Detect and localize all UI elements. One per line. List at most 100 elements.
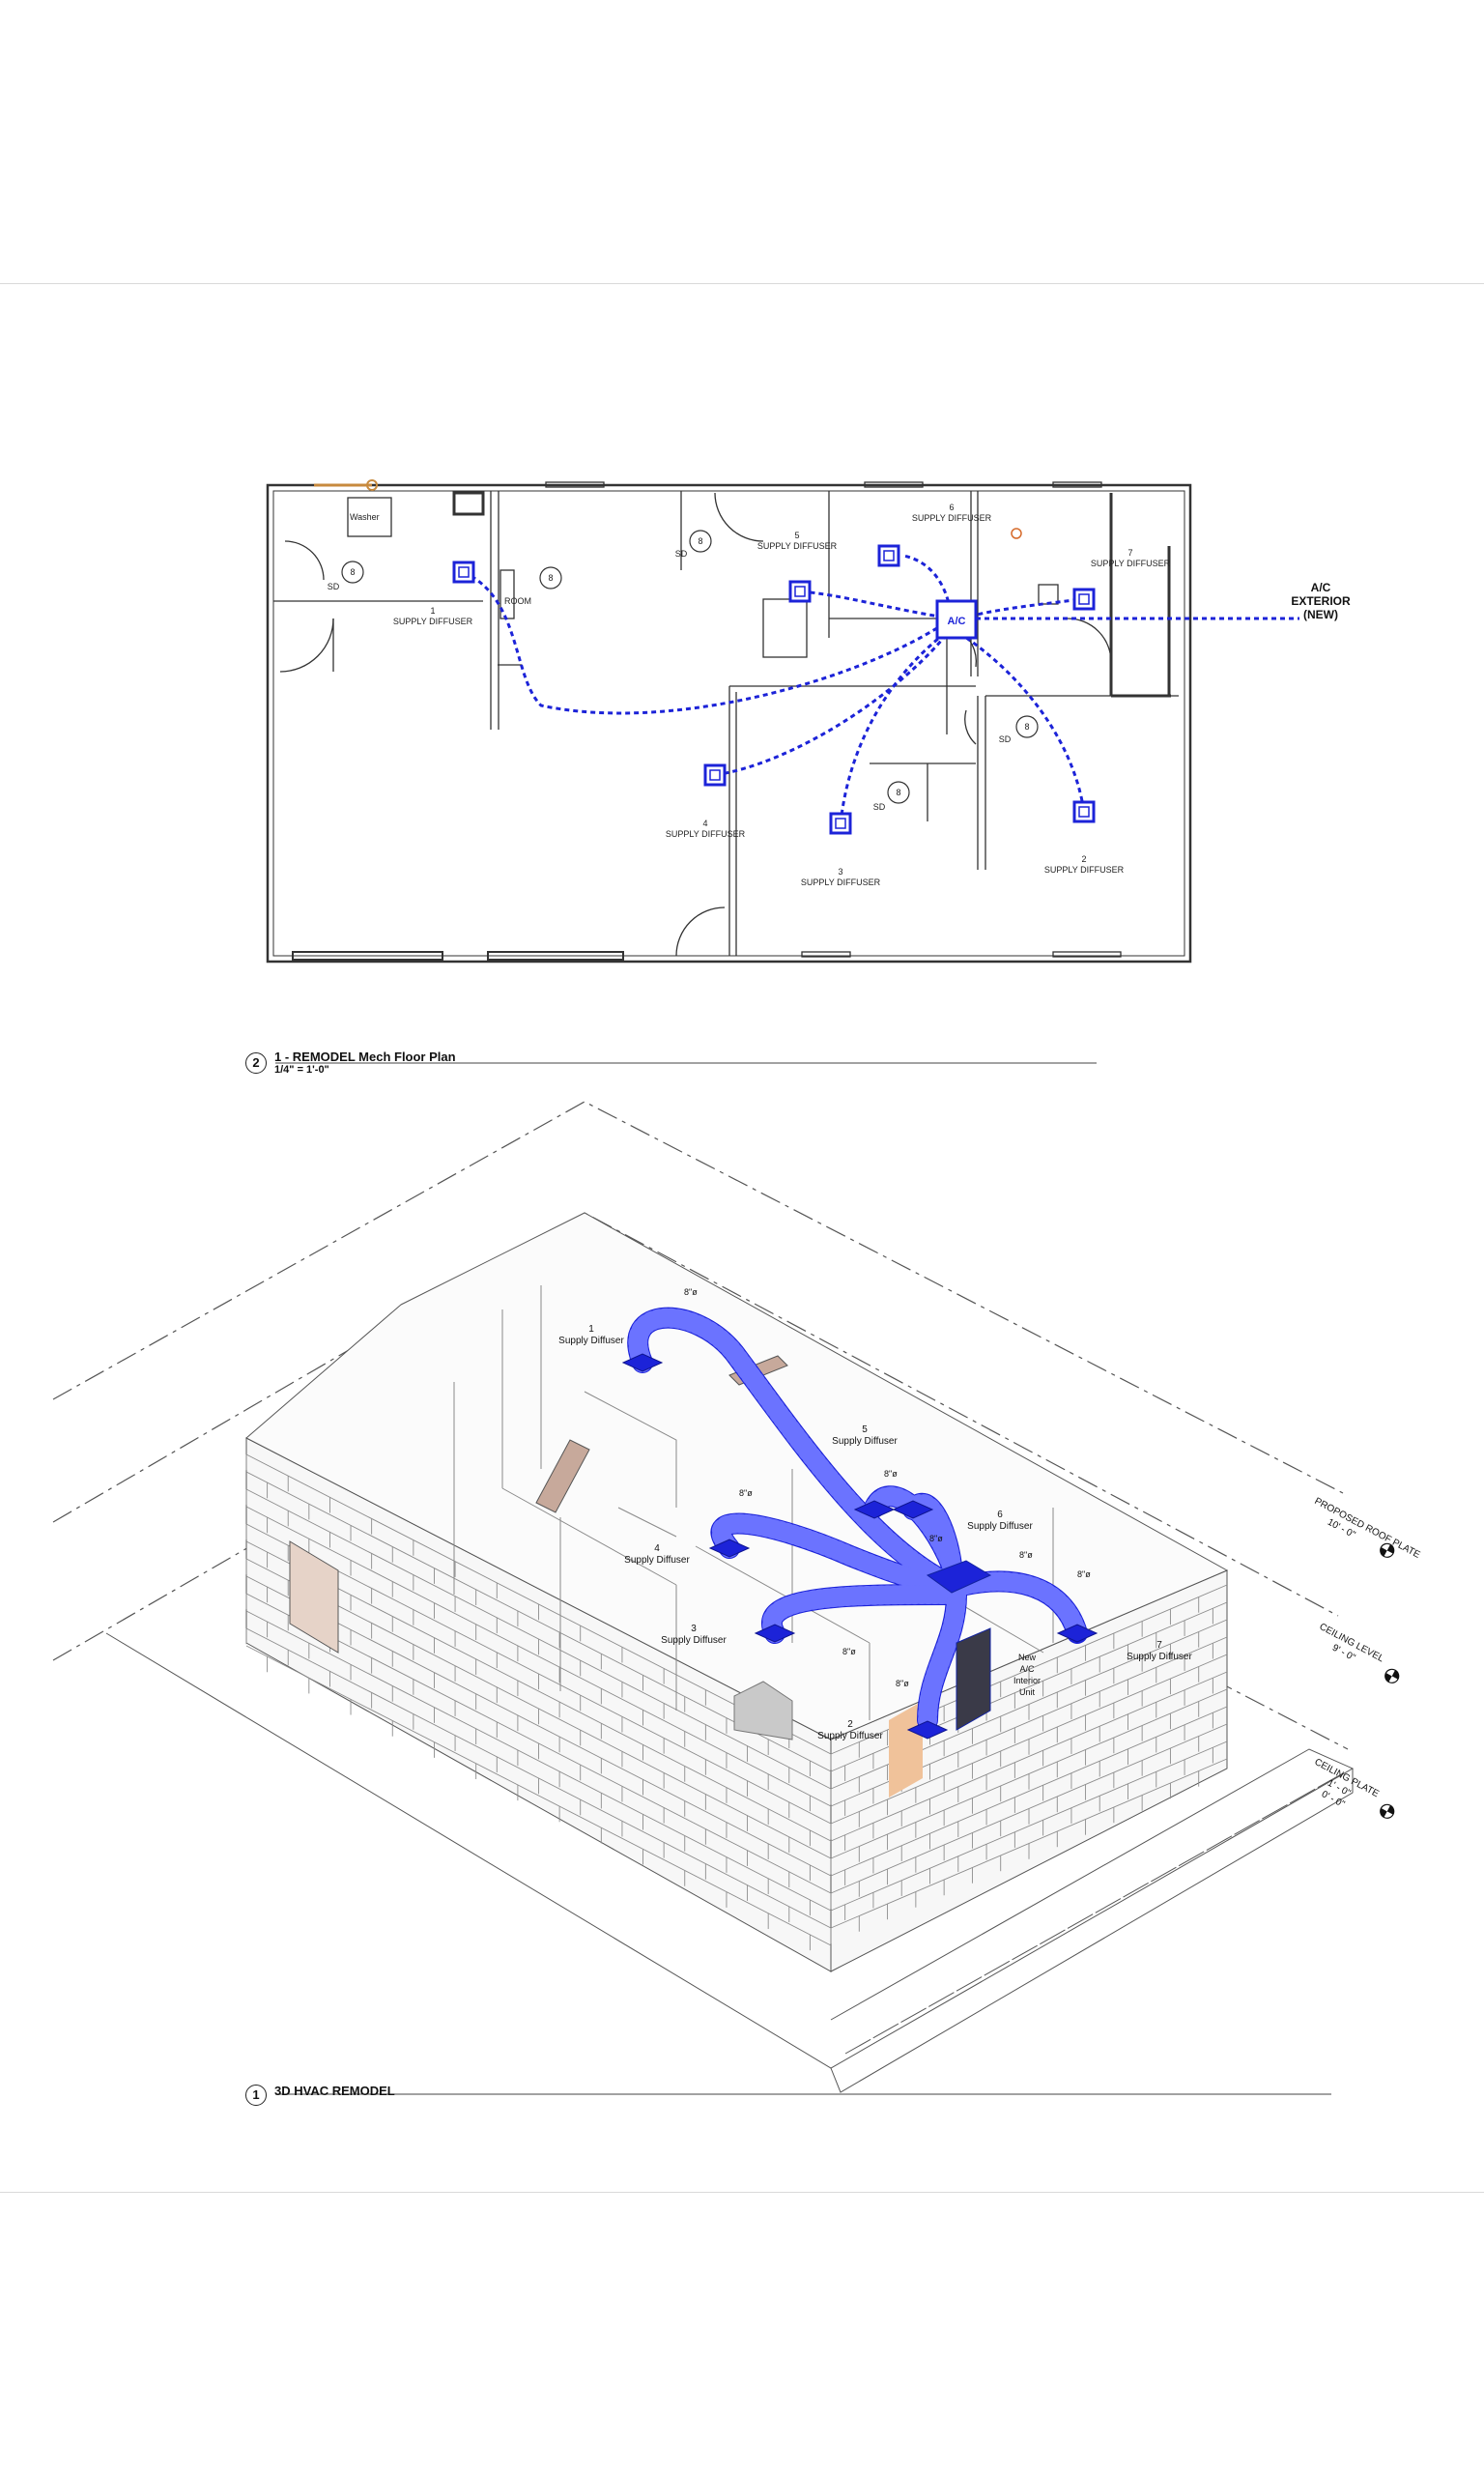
floor-plan-labels: Washer ROOM [350, 512, 531, 606]
smoke-detector-label: SD [873, 802, 886, 812]
duct-run-7 [960, 597, 1083, 620]
window [801, 951, 851, 958]
stair-fixture [762, 598, 808, 658]
diffuser-label: Supply Diffuser [558, 1336, 624, 1346]
stair-opening [733, 1681, 793, 1740]
window [1052, 951, 1122, 958]
duct-ribbing [628, 1308, 961, 1595]
level-target-fill [1380, 1805, 1394, 1818]
duct-size-callout: 8"ø [684, 1287, 698, 1297]
diffuser-label: Supply Diffuser [1127, 1652, 1192, 1662]
level-name: PROPOSED ROOF PLATE [1313, 1496, 1422, 1561]
tag-number: 8 [548, 573, 553, 583]
diffuser-icon [621, 1353, 664, 1372]
door-swing [1067, 618, 1112, 663]
diffuser-label: Supply Diffuser [832, 1436, 898, 1447]
valve-icon [366, 479, 378, 491]
duct-size-callout: 8"ø [884, 1469, 898, 1479]
diffuser-label: SUPPLY DIFFUSER [1091, 559, 1171, 568]
washer-fixture [347, 497, 392, 537]
smoke-detector-tag: 8SD [999, 715, 1039, 744]
smoke-detector-tag: 8 [539, 566, 562, 590]
diffuser-label: SUPPLY DIFFUSER [801, 877, 881, 887]
window [545, 481, 605, 488]
window [487, 951, 624, 961]
window [864, 481, 924, 488]
tag-circle [539, 566, 562, 590]
ac-unit-label: A/C [948, 616, 966, 627]
diffuser-number: 5 [794, 531, 799, 540]
smoke-detector-label: SD [328, 582, 340, 591]
duct-run-2 [951, 626, 1086, 813]
diffuser-icon [877, 544, 900, 567]
diffuser-label: SUPPLY DIFFUSER [666, 829, 746, 839]
diffuser-label: Supply Diffuser [817, 1731, 883, 1741]
diffuser-number: 2 [1081, 854, 1086, 864]
view-title-text: 3D HVAC REMODEL [274, 2084, 395, 2098]
sheet-divider-bottom [0, 2192, 1484, 2193]
stone-course [245, 1645, 832, 1946]
ac-interior-unit-label: A/C [1019, 1664, 1035, 1674]
diffuser-icon-core [458, 566, 470, 578]
interior-partitions [453, 1285, 1054, 1720]
diffuser-icon-core [883, 550, 895, 561]
floor-plan [266, 479, 1192, 964]
diffuser-icon-core [835, 818, 846, 829]
diffuser-icon [829, 812, 852, 835]
duct-ribbing [956, 1571, 1087, 1643]
view-title-text: 1 - REMODEL Mech Floor Plan [274, 1050, 456, 1064]
ac-unit-plan: A/C [935, 599, 978, 640]
tag-circle [887, 781, 910, 804]
smoke-detector-tag: 8SD [328, 561, 364, 591]
tag-number: 8 [896, 788, 900, 797]
diffuser-number: 7 [1127, 548, 1132, 558]
stone-course [830, 1671, 1228, 1842]
window [1052, 481, 1102, 488]
diffuser-icon-core [794, 586, 806, 597]
duct-run-3 [839, 626, 953, 824]
diffuser-label: SUPPLY DIFFUSER [393, 617, 473, 626]
view-scale-text: 1/4" = 1'-0" [274, 1064, 329, 1076]
diffuser-number: 1 [588, 1324, 594, 1335]
diffuser-icon [703, 763, 727, 787]
diffuser-icon-core [1078, 593, 1090, 605]
door-swing [714, 492, 764, 542]
diffuser-number: 2 [847, 1719, 853, 1730]
diffuser-number: 4 [702, 819, 707, 828]
diffuser-icon [1056, 1624, 1099, 1643]
diffuser-icon [906, 1720, 949, 1740]
view-number-badge: 1 [245, 2085, 267, 2106]
small-fixture [1038, 584, 1059, 605]
sheet-divider-top [0, 283, 1484, 284]
stone-course [245, 1506, 832, 1807]
exterior-label-line-2: EXTERIOR [1291, 594, 1351, 608]
smoke-detector-tag: 8SD [675, 530, 712, 559]
diffuser-icon [1072, 588, 1096, 611]
diffuser-number: 4 [654, 1543, 660, 1554]
ac-interior-unit-label: New [1018, 1653, 1037, 1662]
duct-ribbing [918, 1585, 966, 1730]
duct-size-callout: 8"ø [896, 1679, 909, 1688]
diffuser-number: 6 [949, 503, 954, 512]
ac-interior-unit-label: Interior [1013, 1676, 1041, 1685]
exterior-label-line-1: A/C [1311, 581, 1331, 594]
diffuser-label: SUPPLY DIFFUSER [1044, 865, 1125, 875]
proposed-roof-plane [52, 1101, 1344, 1494]
tag-number: 8 [698, 536, 702, 546]
washer-label: Washer [350, 512, 380, 522]
ground-slab [105, 1632, 1355, 2093]
